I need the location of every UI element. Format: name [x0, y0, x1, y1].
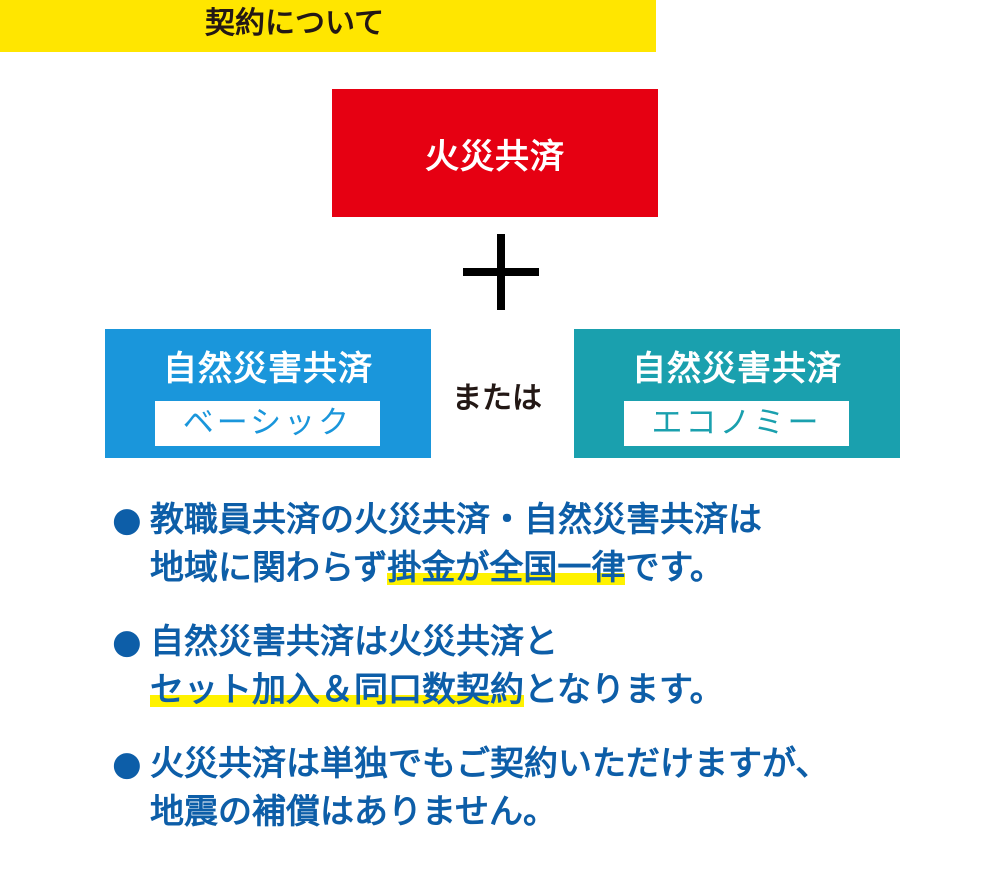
or-connector: または — [452, 381, 542, 416]
header-band — [0, 0, 656, 52]
natural-disaster-economy-box: 自然災害共済 エコノミー — [574, 329, 900, 458]
note-line: 地域に関わらず — [150, 548, 388, 588]
plus-icon — [463, 234, 539, 310]
fire-insurance-box: 火災共済 — [332, 89, 658, 217]
note-line: です。 — [625, 548, 724, 588]
note-line: となります。 — [524, 670, 724, 710]
natural-disaster-basic-title: 自然災害共済 — [163, 349, 373, 389]
natural-disaster-economy-title: 自然災害共済 — [632, 349, 842, 389]
note-highlight: 掛金が全国一律 — [387, 548, 626, 588]
basic-plan-label: ベーシック — [155, 401, 380, 446]
note-item: ●教職員共済の火災共済・自然災害共済は 地域に関わらず掛金が全国一律です。 — [112, 496, 762, 592]
note-line: 地震の補償はありません。 — [150, 792, 557, 832]
fire-insurance-label: 火災共済 — [425, 136, 565, 177]
natural-disaster-basic-box: 自然災害共済 ベーシック — [105, 329, 431, 458]
note-line: 火災共済は単独でもご契約いただけますが、 — [150, 744, 830, 784]
note-highlight: セット加入＆同口数契約 — [150, 670, 524, 710]
page-title: 契約について — [205, 6, 385, 41]
bullet-icon: ● — [112, 500, 142, 540]
economy-plan-label: エコノミー — [624, 401, 849, 446]
bullet-icon: ● — [112, 744, 142, 784]
note-item: ●火災共済は単独でもご契約いただけますが、 地震の補償はありません。 — [112, 740, 829, 836]
note-item: ●自然災害共済は火災共済と セット加入＆同口数契約となります。 — [112, 618, 724, 714]
bullet-icon: ● — [112, 622, 142, 662]
note-line: 教職員共済の火災共済・自然災害共済は — [150, 500, 762, 540]
note-line: 自然災害共済は火災共済と — [150, 622, 558, 662]
